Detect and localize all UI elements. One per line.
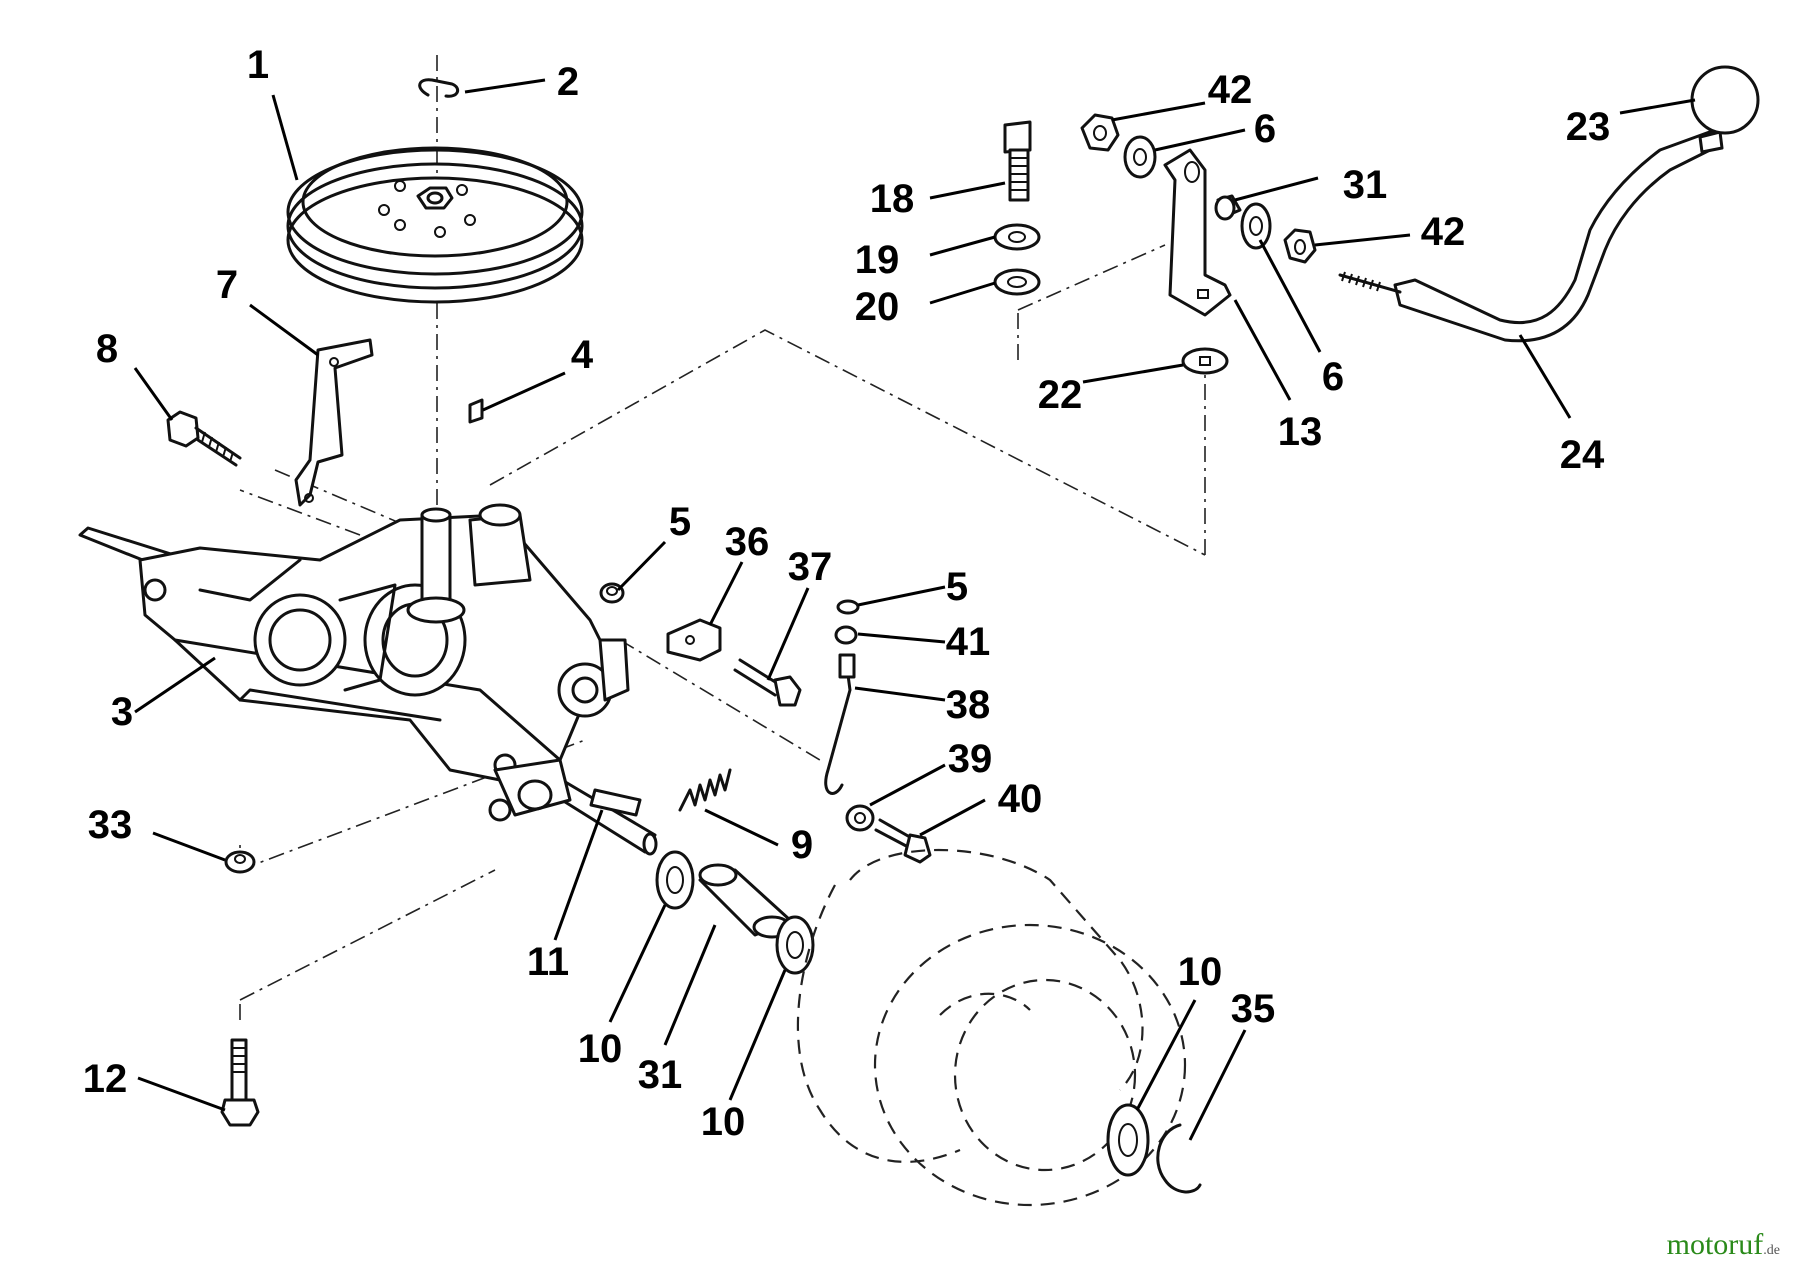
washer-part-6-upper [1123,135,1157,179]
bolt-part-8 [166,410,242,467]
callout-23: 23 [1566,105,1611,149]
clip-part-35 [1156,1123,1202,1194]
callout-5-upper: 5 [669,500,691,544]
callout-2: 2 [557,60,579,104]
transaxle-part-3 [78,503,658,856]
callout-20: 20 [855,285,900,329]
assembly-lines [239,55,1206,1020]
callout-19: 19 [855,238,900,282]
bracket-part-7 [294,338,374,507]
nut-part-42-upper [1080,113,1120,152]
rod-part-38 [824,653,856,795]
callout-10-left: 10 [578,1027,623,1071]
washer-part-20 [993,268,1041,296]
callout-9: 9 [791,823,813,867]
spacer-part-31-upper [1214,194,1242,221]
callout-42-top: 42 [1208,68,1253,112]
callout-4: 4 [571,333,594,377]
callout-6-top: 6 [1254,107,1276,151]
callout-35: 35 [1231,987,1276,1031]
nut-part-42-lower [1283,228,1317,264]
key-part-4 [468,398,484,424]
callout-10-right: 10 [1178,950,1223,994]
callout-12: 12 [83,1057,128,1101]
leader-lines [133,78,1696,1141]
callout-36: 36 [725,520,770,564]
knob-part-23 [1690,65,1760,135]
callout-5-right: 5 [946,565,968,609]
callout-7: 7 [216,263,238,307]
washer-part-10-a [655,850,695,910]
key-part-11 [589,788,642,817]
nut-part-41 [834,625,858,645]
callout-31-top: 31 [1343,163,1388,207]
callout-40: 40 [998,777,1043,821]
bolt-part-12 [220,1038,260,1127]
pulley-part-1 [286,146,584,304]
washer-part-6-lower [1240,202,1272,250]
watermark: motoruf.de [1667,1228,1780,1262]
callout-39: 39 [948,737,993,781]
shift-lever-part-24 [1338,128,1724,343]
washer-part-10-c [1106,1103,1150,1177]
bracket-part-36 [666,618,722,662]
callout-37: 37 [788,545,833,589]
bolt-part-18 [1003,120,1032,202]
callout-13: 13 [1278,410,1323,454]
callout-41: 41 [946,620,991,664]
callout-38: 38 [946,683,991,727]
callout-labels: 1 2 42 6 23 18 31 42 19 20 7 6 8 4 22 13… [83,43,1611,1144]
callout-24: 24 [1560,433,1605,477]
callout-18: 18 [870,177,915,221]
callout-33: 33 [88,803,133,847]
washer-part-39 [845,804,875,832]
nut-part-33 [224,850,256,874]
bolt-part-37 [733,658,802,707]
bolt-part-40 [874,818,932,864]
callout-11: 11 [527,940,569,984]
bracket-part-13 [1163,148,1232,317]
watermark-brand: motoruf [1666,1228,1764,1261]
washer-part-5-lower [836,599,860,615]
callout-3: 3 [111,690,133,734]
callout-42-right: 42 [1421,210,1466,254]
callout-8: 8 [96,327,118,371]
spring-part-9 [678,768,732,812]
callout-6-right: 6 [1322,355,1344,399]
watermark-tld: .de [1763,1243,1780,1258]
callout-10-lower: 10 [701,1100,746,1144]
callout-22: 22 [1038,373,1083,417]
callout-31-lower: 31 [638,1053,683,1097]
callout-1: 1 [247,43,269,87]
wheel-outline [796,848,1187,1207]
washer-part-19 [993,223,1041,251]
washer-part-10-b [775,915,815,975]
washer-part-22 [1181,347,1229,375]
clip-part-2 [418,78,460,98]
